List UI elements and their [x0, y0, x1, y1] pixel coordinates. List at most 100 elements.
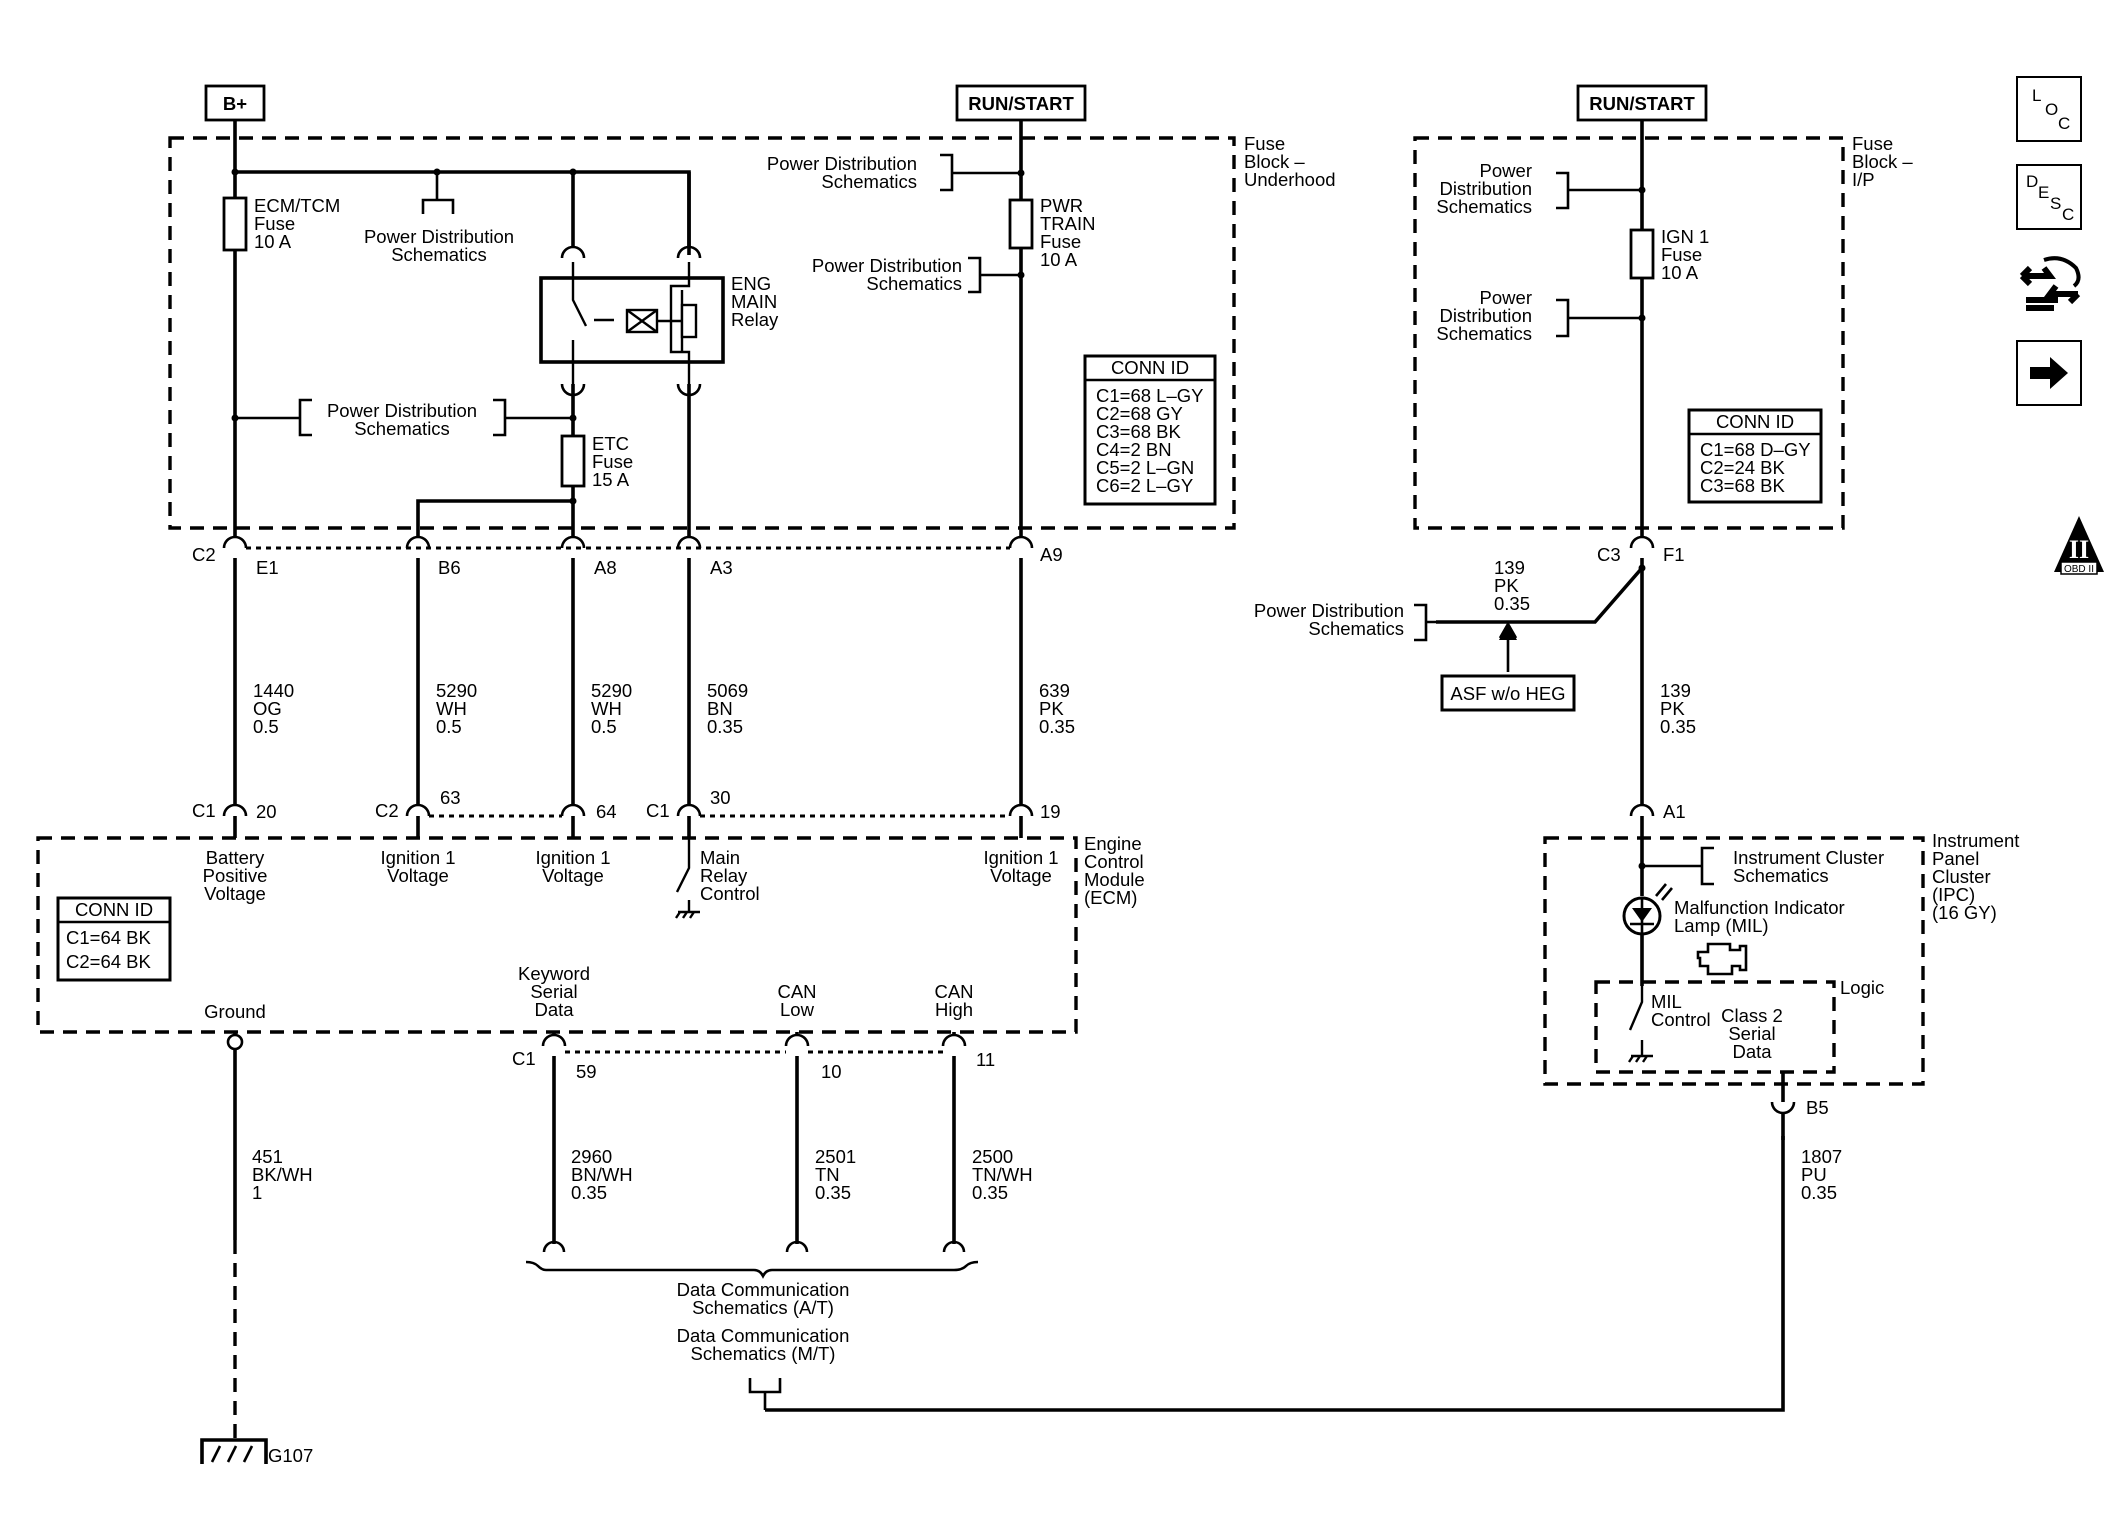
wire-139-branch-label: 139 PK 0.35 — [1494, 557, 1530, 614]
wire-2501-label: 2501 TN 0.35 — [815, 1146, 856, 1203]
description-nav-button[interactable]: D E S C — [2016, 164, 2082, 230]
svg-text:Cluster: Cluster — [1932, 866, 1991, 887]
pds-ip-2-ref: Power Distribution Schematics — [1436, 287, 1532, 344]
svg-text:RUN/START: RUN/START — [968, 93, 1074, 114]
svg-text:CAN: CAN — [777, 981, 816, 1002]
svg-text:0.5: 0.5 — [436, 716, 462, 737]
svg-text:Schematics (A/T): Schematics (A/T) — [692, 1297, 834, 1318]
fuse-block-underhood-label: Fuse Block – Underhood — [1244, 133, 1336, 190]
location-nav-button[interactable]: L O C — [2016, 76, 2082, 142]
svg-text:5069: 5069 — [707, 680, 748, 701]
svg-text:0.35: 0.35 — [1039, 716, 1075, 737]
ecm-pin-main-relay-control: Main Relay Control — [700, 847, 760, 904]
loc-letter-o: O — [2045, 100, 2059, 119]
svg-text:Fuse: Fuse — [592, 451, 633, 472]
svg-text:Power Distribution: Power Distribution — [327, 400, 477, 421]
svg-text:BN: BN — [707, 698, 733, 719]
svg-text:0.35: 0.35 — [707, 716, 743, 737]
svg-text:Schematics: Schematics — [821, 171, 917, 192]
ecm-ground-label: Ground — [204, 1001, 266, 1022]
data-bus-wire-ends — [542, 1240, 966, 1253]
svg-text:CAN: CAN — [934, 981, 973, 1002]
svg-text:Malfunction Indicator: Malfunction Indicator — [1674, 897, 1845, 918]
svg-text:Data Communication: Data Communication — [677, 1325, 850, 1346]
svg-text:C6=2 L–GY: C6=2 L–GY — [1096, 475, 1193, 496]
relay-connector-bottom — [560, 383, 702, 397]
svg-text:1: 1 — [252, 1182, 262, 1203]
etc-fuse-label: ETC Fuse 15 A — [592, 433, 633, 490]
fuse-block-pins — [222, 535, 1034, 549]
eng-main-relay-label: ENG MAIN Relay — [731, 273, 779, 330]
svg-text:ECM/TCM: ECM/TCM — [254, 195, 340, 216]
pds-ip-1-ref: Power Distribution Schematics — [1436, 160, 1532, 217]
svg-text:10 A: 10 A — [254, 231, 292, 252]
svg-text:MIL: MIL — [1651, 991, 1682, 1012]
right-arrow-icon — [2030, 357, 2068, 389]
wire-5069-label: 5069 BN 0.35 — [707, 680, 748, 737]
svg-text:Distribution: Distribution — [1439, 178, 1532, 199]
fuse-block-underhood-boundary — [168, 136, 1236, 530]
ground-terminal — [226, 1033, 244, 1051]
svg-text:Schematics: Schematics — [866, 273, 962, 294]
pds-left-bracket-right — [493, 398, 573, 437]
svg-text:2500: 2500 — [972, 1146, 1013, 1167]
ecm-internal-stubs — [233, 816, 1023, 838]
svg-text:Control: Control — [1651, 1009, 1711, 1030]
ecm-feed-wires — [233, 558, 1023, 800]
relay-connector-top — [560, 245, 702, 259]
connector-hand-icon[interactable] — [2014, 250, 2086, 320]
ecm-boundary — [36, 836, 1078, 1034]
svg-text:CONN ID: CONN ID — [1716, 411, 1794, 432]
svg-text:TN: TN — [815, 1164, 840, 1185]
fuse-block-ip-boundary — [1413, 136, 1845, 530]
svg-text:TN/WH: TN/WH — [972, 1164, 1033, 1185]
next-page-button[interactable] — [2016, 340, 2082, 406]
ecm-pins — [222, 803, 1034, 817]
svg-text:Power: Power — [1480, 160, 1532, 181]
ecm-label: Engine Control Module (ECM) — [1084, 833, 1145, 908]
svg-text:Data: Data — [1732, 1041, 1772, 1062]
svg-text:0.35: 0.35 — [1801, 1182, 1837, 1203]
ipc-pin-b5 — [1770, 1101, 1796, 1115]
svg-text:A8: A8 — [594, 557, 617, 578]
svg-text:C2=68 GY: C2=68 GY — [1096, 403, 1183, 424]
svg-text:Fuse: Fuse — [1040, 231, 1081, 252]
svg-text:Schematics: Schematics — [1436, 323, 1532, 344]
svg-text:10: 10 — [821, 1061, 842, 1082]
obd-numeral: II — [2069, 535, 2089, 564]
svg-text:Block –: Block – — [1244, 151, 1305, 172]
logic-boundary — [1594, 980, 1836, 1074]
svg-text:639: 639 — [1039, 680, 1070, 701]
pwr-train-fuse — [1008, 198, 1034, 250]
svg-text:0.35: 0.35 — [1660, 716, 1696, 737]
svg-text:A9: A9 — [1040, 544, 1063, 565]
svg-text:Data Communication: Data Communication — [677, 1279, 850, 1300]
svg-text:Underhood: Underhood — [1244, 169, 1336, 190]
b-plus-label: B+ — [204, 84, 266, 122]
svg-text:5290: 5290 — [436, 680, 477, 701]
svg-text:B+: B+ — [223, 93, 247, 114]
desc-letter-d: D — [2026, 172, 2039, 191]
engine-icon — [1696, 942, 1748, 976]
class2-serial-label: Class 2 Serial Data — [1721, 1005, 1783, 1062]
svg-text:Schematics: Schematics — [354, 418, 450, 439]
svg-text:C1: C1 — [192, 800, 216, 821]
main-relay-control-switch-icon — [675, 838, 700, 919]
svg-text:PK: PK — [1660, 698, 1685, 719]
run-start-label-right: RUN/START — [1576, 84, 1708, 122]
svg-text:Ignition 1: Ignition 1 — [380, 847, 455, 868]
svg-text:2960: 2960 — [571, 1146, 612, 1167]
ecm-pin-ign1-b: Ignition 1 Voltage — [535, 847, 610, 886]
svg-text:BN/WH: BN/WH — [571, 1164, 633, 1185]
svg-text:C3=68 BK: C3=68 BK — [1700, 475, 1786, 496]
ecm-data-pin-labels: C1 59 10 11 — [512, 1048, 995, 1082]
svg-text:Instrument Cluster: Instrument Cluster — [1733, 847, 1884, 868]
svg-text:(IPC): (IPC) — [1932, 884, 1975, 905]
svg-text:Positive: Positive — [203, 865, 268, 886]
svg-text:10 A: 10 A — [1661, 262, 1699, 283]
svg-text:PWR: PWR — [1040, 195, 1083, 216]
svg-text:Power Distribution: Power Distribution — [1254, 600, 1404, 621]
svg-text:Power Distribution: Power Distribution — [767, 153, 917, 174]
svg-text:Instrument: Instrument — [1932, 830, 2019, 851]
